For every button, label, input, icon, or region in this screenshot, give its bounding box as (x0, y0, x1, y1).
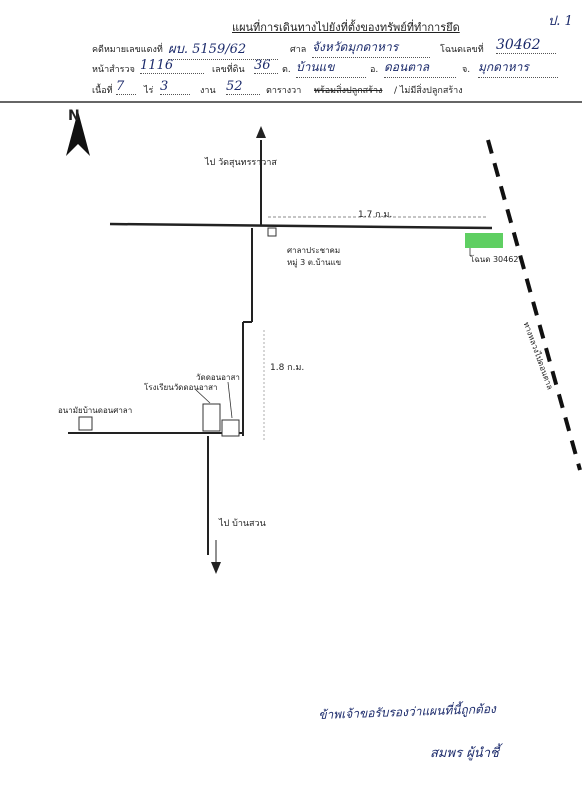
district-value: ดอนตาล (384, 58, 456, 78)
case-value: ผบ. 5159/62 (168, 38, 278, 60)
village-label: หมู่ 3 ต.บ้านแข (287, 258, 342, 267)
subdistrict-value: บ้านแข (296, 58, 366, 78)
district-label: อ. (370, 65, 379, 75)
deed-marker-label: โฉนด 30462 (470, 255, 519, 264)
deed-label: โฉนดเลขที่ (440, 45, 484, 55)
wa-value: 52 (226, 79, 260, 95)
to-wat-label: ไป วัดสุนทรราวาส (205, 158, 277, 168)
rai-value: 7 (116, 79, 136, 95)
sala-box (267, 227, 277, 237)
page-number: ป. 1 (548, 14, 573, 29)
with-building: พร้อมสิ่งปลูกสร้าง (314, 86, 383, 96)
highway-line (486, 139, 582, 471)
province-value: มุกดาหาร (478, 58, 558, 78)
survey-value: 1116 (140, 58, 204, 74)
health-box (78, 416, 93, 431)
without-building: / ไม่มีสิ่งปลูกสร้าง (394, 86, 463, 96)
court-value: จังหวัดมุกดาหาร (312, 38, 430, 58)
ngan-label: งาน (200, 86, 216, 96)
ngan-value: 3 (160, 79, 190, 95)
north-label: N (68, 108, 80, 124)
distance-mid-label: 1.8 ก.ม. (270, 363, 305, 373)
landno-value: 36 (254, 58, 278, 74)
road-main (109, 222, 493, 230)
health-label: อนามัยบ้านดอนศาลา (58, 406, 133, 415)
rai-label: ไร่ (144, 86, 154, 96)
court-label: ศาล (290, 45, 307, 55)
to-village-label: ไป บ้านสวน (219, 519, 266, 529)
temple-label: วัดดอนอาสา (196, 373, 240, 382)
deed-value: 30462 (496, 37, 556, 54)
wa-label: ตารางวา (266, 86, 302, 96)
school-label: โรงเรียนวัดดอนอาสา (144, 383, 218, 392)
school-box (202, 403, 221, 432)
sala-label: ศาลาประชาคม (287, 246, 341, 255)
subdistrict-label: ต. (282, 65, 291, 75)
distance-top-label: 1.7 ก.ม. (358, 210, 393, 220)
temple-box (221, 419, 240, 437)
arrow-down-icon (211, 562, 221, 574)
signature: สมพร ผู้นำชี้ (430, 746, 499, 761)
case-label: คดีหมายเลขแดงที่ (92, 45, 163, 55)
province-label: จ. (462, 65, 471, 75)
arrow-up-icon (256, 126, 266, 138)
survey-label: หน้าสำรวจ (92, 65, 135, 75)
landno-label: เลขที่ดิน (212, 65, 245, 75)
deed-marker-box (465, 233, 503, 248)
area-label: เนื้อที่ (92, 86, 113, 96)
north-arrow-icon (66, 111, 90, 156)
document-title: แผนที่การเดินทางไปยังที่ตั้งของทรัพย์ที่… (232, 21, 460, 34)
